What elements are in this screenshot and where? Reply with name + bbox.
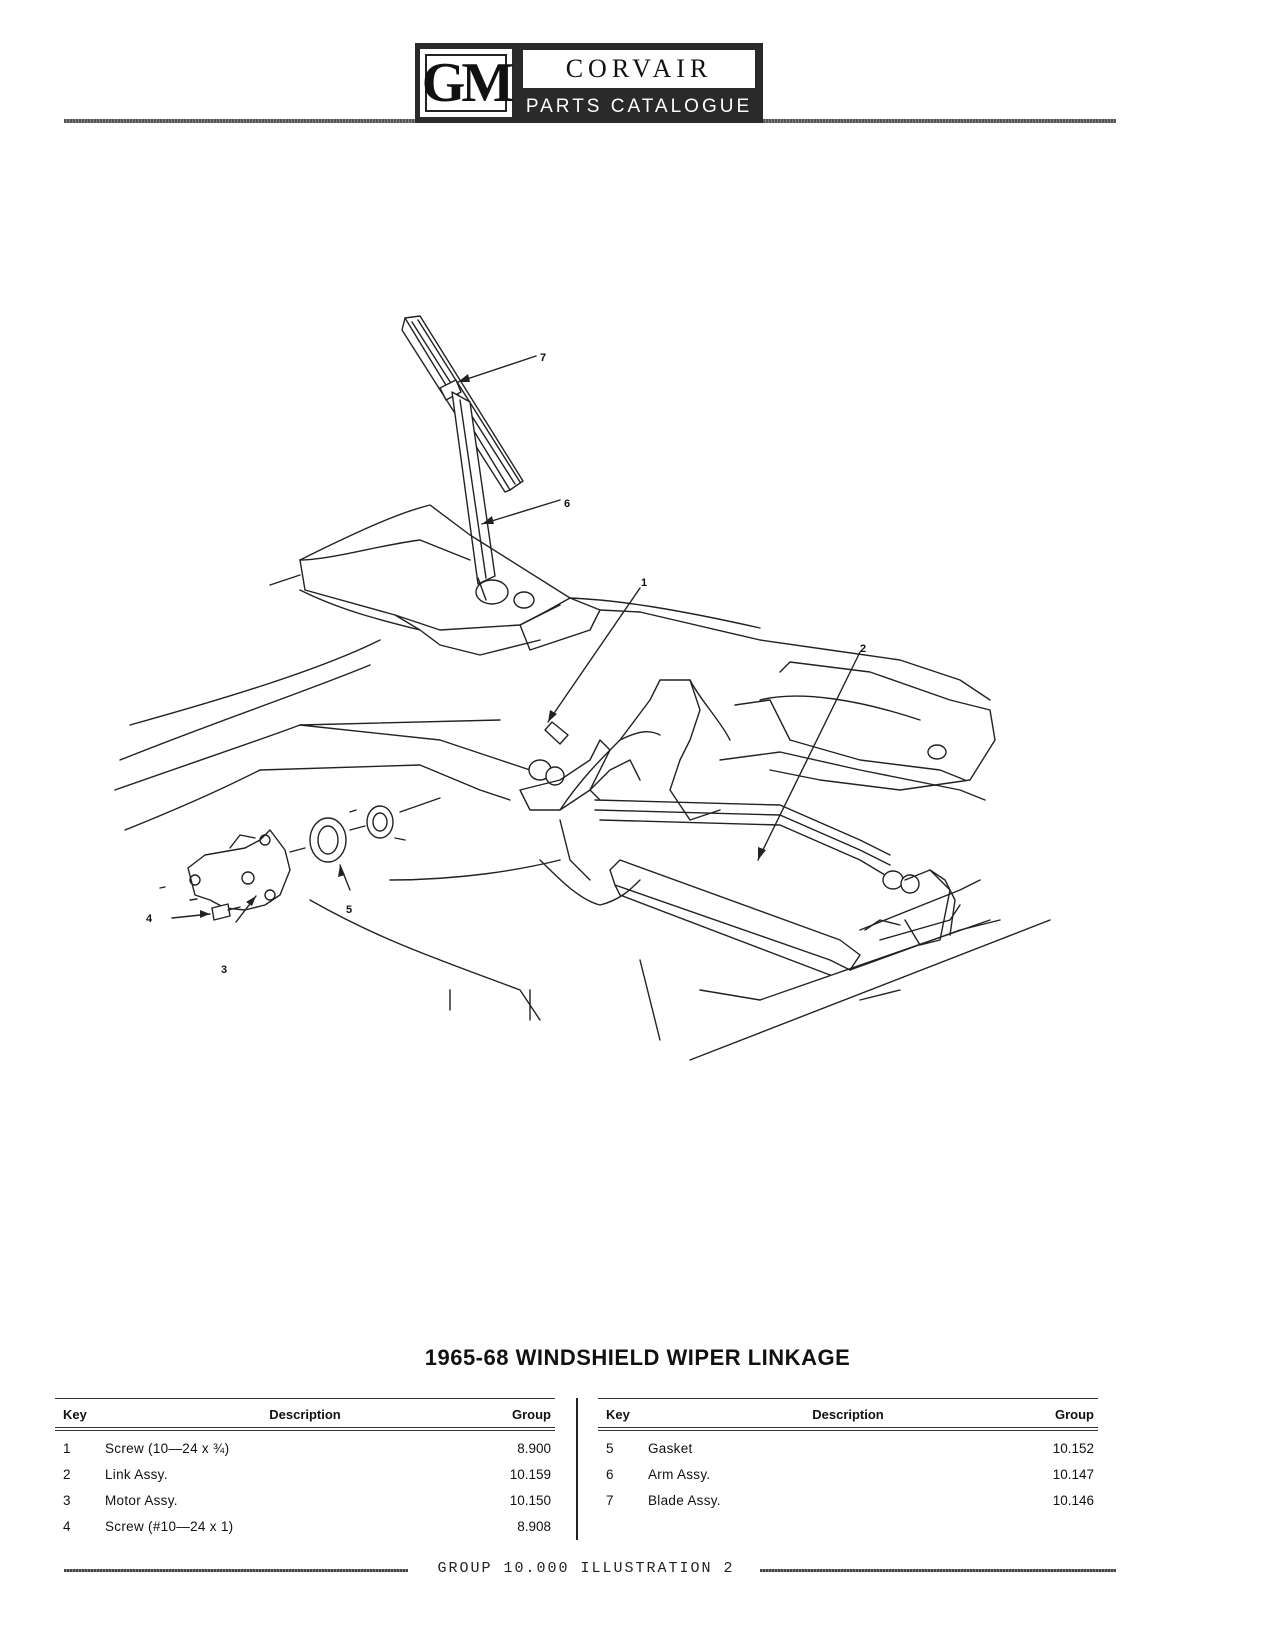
- body-lines-left: [114, 639, 661, 1041]
- row-key: 5: [606, 1441, 614, 1456]
- row-description: Link Assy.: [105, 1467, 168, 1482]
- header-description: Description: [269, 1407, 341, 1422]
- row-group: 8.900: [517, 1441, 551, 1456]
- row-description: Blade Assy.: [648, 1493, 721, 1508]
- callout-5: 5: [346, 904, 352, 916]
- table-divider: [576, 1398, 578, 1540]
- table-double-rule: [598, 1427, 1098, 1431]
- header-description: Description: [812, 1407, 884, 1422]
- row-key: 1: [63, 1441, 71, 1456]
- table-header: Key Description Group: [55, 1399, 555, 1427]
- header-group: Group: [512, 1407, 551, 1422]
- table-rule: [598, 1398, 1098, 1399]
- wiper-arm: [451, 391, 509, 605]
- row-group: 10.152: [1052, 1441, 1094, 1456]
- table-rule: [55, 1398, 555, 1399]
- catalogue-header: GM CORVAIR PARTS CATALOGUE: [0, 0, 1275, 125]
- header-key: Key: [63, 1407, 87, 1422]
- row-description: Gasket: [648, 1441, 693, 1456]
- row-description: Screw (10—24 x ¾): [105, 1441, 230, 1456]
- callout-2: 2: [860, 643, 866, 655]
- link-assembly: [589, 759, 891, 876]
- catalogue-subtitle: PARTS CATALOGUE: [525, 96, 753, 117]
- row-group: 10.147: [1052, 1467, 1094, 1482]
- page-footer: GROUP 10.000 ILLUSTRATION 2: [64, 1560, 1116, 1580]
- parts-table-left: Key Description Group 1 Screw (10—24 x ¾…: [55, 1398, 555, 1541]
- table-row: 4 Screw (#10—24 x 1) 8.908: [55, 1515, 555, 1541]
- table-row: 6 Arm Assy. 10.147: [598, 1463, 1098, 1489]
- table-header: Key Description Group: [598, 1399, 1098, 1427]
- footer-rule-right: [760, 1569, 1116, 1572]
- row-key: 2: [63, 1467, 71, 1482]
- row-group: 8.908: [517, 1519, 551, 1534]
- row-group: 10.146: [1052, 1493, 1094, 1508]
- motor-assembly: [159, 797, 441, 921]
- brand-name: CORVAIR: [523, 50, 755, 88]
- right-pivot: [864, 869, 956, 946]
- row-key: 6: [606, 1467, 614, 1482]
- callout-1: 1: [641, 577, 647, 589]
- row-key: 7: [606, 1493, 614, 1508]
- table-row: 3 Motor Assy. 10.150: [55, 1489, 555, 1515]
- row-description: Screw (#10—24 x 1): [105, 1519, 234, 1534]
- gm-logo-frame: GM: [420, 49, 514, 117]
- cowl-panel: [269, 504, 991, 701]
- center-bracket: [539, 679, 731, 906]
- callout-4: 4: [146, 913, 153, 925]
- page-title: 1965-68 WINDSHIELD WIPER LINKAGE: [424, 1345, 851, 1370]
- row-description: Motor Assy.: [105, 1493, 178, 1508]
- footer-rule-left: [64, 1569, 408, 1572]
- gm-logo-text: GM: [421, 52, 514, 114]
- parts-table-right: Key Description Group 5 Gasket 10.152 6 …: [598, 1398, 1098, 1515]
- right-cowl: [719, 661, 996, 801]
- gm-corvair-logo: GM CORVAIR PARTS CATALOGUE: [415, 43, 763, 123]
- row-group: 10.159: [509, 1467, 551, 1482]
- callout-6: 6: [564, 498, 570, 510]
- row-key: 4: [63, 1519, 71, 1534]
- table-row: 5 Gasket 10.152: [598, 1437, 1098, 1463]
- leader-arrowheads: [200, 374, 766, 918]
- callout-3: 3: [221, 964, 227, 976]
- table-row: 1 Screw (10—24 x ¾) 8.900: [55, 1437, 555, 1463]
- row-description: Arm Assy.: [648, 1467, 711, 1482]
- footer-text: GROUP 10.000 ILLUSTRATION 2: [437, 1560, 735, 1577]
- header-key: Key: [606, 1407, 630, 1422]
- row-key: 3: [63, 1493, 71, 1508]
- table-row: 7 Blade Assy. 10.146: [598, 1489, 1098, 1515]
- table-row: 2 Link Assy. 10.159: [55, 1463, 555, 1489]
- row-group: 10.150: [509, 1493, 551, 1508]
- callout-7: 7: [540, 352, 546, 364]
- left-pivot: [519, 721, 611, 811]
- lower-rail: [609, 859, 1051, 1061]
- table-double-rule: [55, 1427, 555, 1431]
- header-group: Group: [1055, 1407, 1094, 1422]
